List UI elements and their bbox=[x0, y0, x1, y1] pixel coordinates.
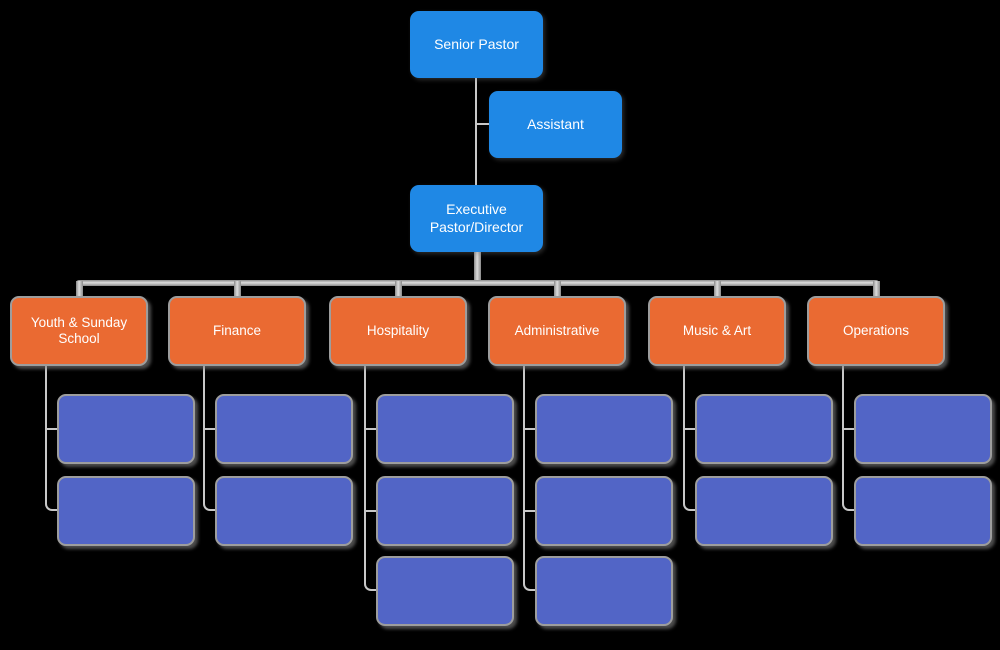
node-dept-label: Music & Art bbox=[682, 322, 752, 338]
node-dept-operations: Operations bbox=[807, 296, 945, 366]
connector-senior-to-assistant bbox=[476, 123, 490, 125]
connector-bus-stub-music bbox=[714, 281, 721, 296]
node-dept-administrative: Administrative bbox=[488, 296, 626, 366]
node-subordinate bbox=[376, 394, 514, 464]
connector-stub-administrative-1 bbox=[523, 428, 535, 430]
connector-bus-stub-finance bbox=[234, 281, 241, 296]
connector-bus-stub-youth bbox=[76, 281, 83, 296]
connector-stub-finance-1 bbox=[203, 428, 215, 430]
connector-stub-music-1 bbox=[683, 428, 695, 430]
node-subordinate bbox=[695, 394, 833, 464]
node-dept-label: Administrative bbox=[514, 322, 600, 338]
connector-drop-hospitality bbox=[364, 366, 376, 591]
node-subordinate bbox=[535, 556, 673, 626]
connector-executive-to-bus bbox=[474, 251, 481, 283]
node-assistant-label: Assistant bbox=[527, 115, 584, 132]
node-senior-pastor: Senior Pastor bbox=[410, 11, 543, 78]
node-executive-pastor-label: Executive Pastor/Director bbox=[429, 201, 524, 235]
node-assistant: Assistant bbox=[489, 91, 622, 158]
connector-stub-administrative-2 bbox=[523, 510, 535, 512]
node-subordinate bbox=[854, 394, 992, 464]
connector-drop-administrative bbox=[523, 366, 535, 591]
node-senior-pastor-label: Senior Pastor bbox=[434, 35, 519, 52]
node-subordinate bbox=[695, 476, 833, 546]
node-subordinate bbox=[57, 394, 195, 464]
connector-bus-stub-operations bbox=[873, 281, 880, 296]
node-dept-music-art: Music & Art bbox=[648, 296, 786, 366]
node-dept-label: Youth & Sunday School bbox=[30, 314, 128, 346]
connector-bus-stub-administrative bbox=[554, 281, 561, 296]
node-subordinate bbox=[535, 476, 673, 546]
connector-drop-finance bbox=[203, 366, 215, 511]
connector-drop-music bbox=[683, 366, 695, 511]
connector-bus bbox=[76, 280, 879, 286]
connector-drop-operations bbox=[842, 366, 854, 511]
node-subordinate bbox=[376, 476, 514, 546]
node-dept-label: Operations bbox=[842, 322, 910, 338]
connector-stub-hospitality-1 bbox=[364, 428, 376, 430]
node-subordinate bbox=[215, 394, 353, 464]
node-dept-hospitality: Hospitality bbox=[329, 296, 467, 366]
connector-senior-to-executive bbox=[475, 78, 477, 186]
node-dept-label: Hospitality bbox=[366, 322, 430, 338]
node-subordinate bbox=[57, 476, 195, 546]
node-executive-pastor: Executive Pastor/Director bbox=[410, 185, 543, 252]
node-dept-youth-sunday-school: Youth & Sunday School bbox=[10, 296, 148, 366]
node-dept-finance: Finance bbox=[168, 296, 306, 366]
node-subordinate bbox=[535, 394, 673, 464]
connector-stub-operations-1 bbox=[842, 428, 854, 430]
node-subordinate bbox=[215, 476, 353, 546]
connector-stub-hospitality-2 bbox=[364, 510, 376, 512]
connector-stub-youth-1 bbox=[45, 428, 57, 430]
node-subordinate bbox=[854, 476, 992, 546]
node-dept-label: Finance bbox=[212, 322, 262, 338]
connector-drop-youth bbox=[45, 366, 57, 511]
node-subordinate bbox=[376, 556, 514, 626]
connector-bus-stub-hospitality bbox=[395, 281, 402, 296]
